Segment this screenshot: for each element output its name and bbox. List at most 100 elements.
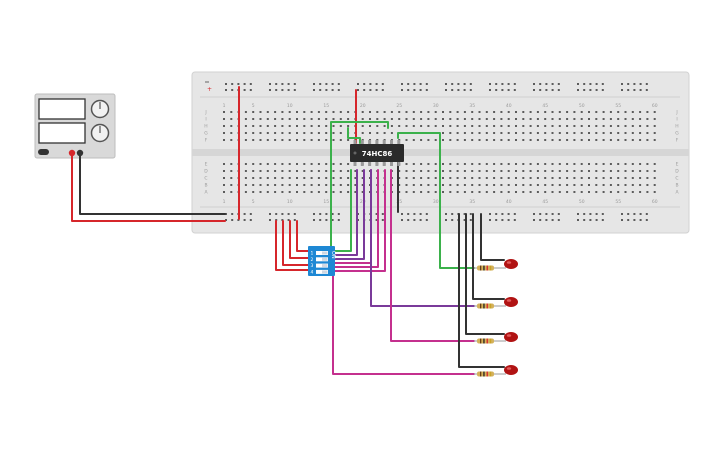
breadboard-hole[interactable] <box>485 184 488 186</box>
rail-hole[interactable] <box>463 83 466 85</box>
breadboard-hole[interactable] <box>310 111 313 113</box>
rail-hole[interactable] <box>621 83 623 85</box>
breadboard-hole[interactable] <box>434 118 437 120</box>
breadboard-hole[interactable] <box>544 170 547 172</box>
rail-hole[interactable] <box>639 83 642 85</box>
breadboard-hole[interactable] <box>478 191 481 193</box>
breadboard-hole[interactable] <box>595 118 598 120</box>
rail-hole[interactable] <box>249 89 252 91</box>
breadboard-hole[interactable] <box>529 118 532 120</box>
breadboard-hole[interactable] <box>522 184 525 186</box>
breadboard-hole[interactable] <box>332 118 335 120</box>
rail-hole[interactable] <box>577 219 579 221</box>
breadboard-hole[interactable] <box>281 118 284 120</box>
breadboard-hole[interactable] <box>339 191 342 193</box>
rail-hole[interactable] <box>293 213 296 215</box>
breadboard-hole[interactable] <box>274 139 277 141</box>
breadboard-hole[interactable] <box>536 163 539 165</box>
breadboard-hole[interactable] <box>412 125 415 127</box>
breadboard-hole[interactable] <box>405 184 408 186</box>
rail-hole[interactable] <box>237 83 240 85</box>
breadboard-hole[interactable] <box>463 170 466 172</box>
breadboard-hole[interactable] <box>281 177 284 179</box>
breadboard-hole[interactable] <box>544 163 547 165</box>
rail-hole[interactable] <box>489 83 491 85</box>
breadboard-hole[interactable] <box>354 170 357 172</box>
breadboard-hole[interactable] <box>653 177 656 179</box>
breadboard-hole[interactable] <box>566 163 569 165</box>
rail-hole[interactable] <box>533 89 535 91</box>
breadboard-hole[interactable] <box>463 125 466 127</box>
rail-hole[interactable] <box>413 213 416 215</box>
breadboard-hole[interactable] <box>617 111 620 113</box>
breadboard-hole[interactable] <box>653 184 656 186</box>
breadboard-hole[interactable] <box>303 139 306 141</box>
rail-hole[interactable] <box>425 213 428 215</box>
breadboard-hole[interactable] <box>427 177 430 179</box>
rail-hole[interactable] <box>225 219 227 221</box>
breadboard-hole[interactable] <box>354 184 357 186</box>
rail-hole[interactable] <box>463 219 466 221</box>
breadboard-hole[interactable] <box>478 118 481 120</box>
rail-hole[interactable] <box>237 219 240 221</box>
rail-hole[interactable] <box>413 219 416 221</box>
breadboard-hole[interactable] <box>420 170 423 172</box>
breadboard-hole[interactable] <box>507 184 510 186</box>
breadboard-hole[interactable] <box>427 111 430 113</box>
wire-chip-to-led-4[interactable] <box>332 274 475 375</box>
power-supply[interactable] <box>34 93 116 159</box>
breadboard-hole[interactable] <box>639 111 642 113</box>
breadboard-hole[interactable] <box>296 191 298 193</box>
breadboard-hole[interactable] <box>485 118 488 120</box>
breadboard-hole[interactable] <box>325 118 328 120</box>
breadboard-hole[interactable] <box>558 191 561 193</box>
breadboard-hole[interactable] <box>617 184 620 186</box>
breadboard-hole[interactable] <box>463 191 466 193</box>
breadboard-hole[interactable] <box>515 177 517 179</box>
breadboard-hole[interactable] <box>544 132 547 134</box>
breadboard-hole[interactable] <box>223 118 225 120</box>
breadboard-hole[interactable] <box>631 163 634 165</box>
rail-hole[interactable] <box>331 83 334 85</box>
breadboard-hole[interactable] <box>471 191 474 193</box>
breadboard-hole[interactable] <box>266 191 269 193</box>
breadboard-hole[interactable] <box>398 118 401 120</box>
breadboard-hole[interactable] <box>288 111 291 113</box>
rail-hole[interactable] <box>275 213 278 215</box>
breadboard-hole[interactable] <box>405 177 408 179</box>
breadboard-hole[interactable] <box>449 170 452 172</box>
breadboard-hole[interactable] <box>588 163 590 165</box>
breadboard-hole[interactable] <box>551 191 554 193</box>
breadboard-hole[interactable] <box>281 184 284 186</box>
breadboard-hole[interactable] <box>427 125 430 127</box>
breadboard-hole[interactable] <box>303 111 306 113</box>
breadboard-hole[interactable] <box>244 132 247 134</box>
rail-hole[interactable] <box>589 213 592 215</box>
breadboard-hole[interactable] <box>471 118 474 120</box>
breadboard-hole[interactable] <box>383 125 386 127</box>
breadboard-hole[interactable] <box>522 111 525 113</box>
breadboard-hole[interactable] <box>449 125 452 127</box>
breadboard-hole[interactable] <box>456 191 459 193</box>
rail-hole[interactable] <box>639 89 642 91</box>
rail-hole[interactable] <box>489 89 491 91</box>
rail-hole[interactable] <box>357 89 359 91</box>
breadboard-hole[interactable] <box>631 132 634 134</box>
breadboard-hole[interactable] <box>274 163 277 165</box>
breadboard-hole[interactable] <box>259 163 262 165</box>
breadboard-hole[interactable] <box>463 184 466 186</box>
breadboard-hole[interactable] <box>456 184 459 186</box>
breadboard-hole[interactable] <box>631 191 634 193</box>
breadboard-hole[interactable] <box>646 139 649 141</box>
breadboard-hole[interactable] <box>317 118 320 120</box>
breadboard-hole[interactable] <box>485 191 488 193</box>
breadboard-hole[interactable] <box>259 191 262 193</box>
breadboard-hole[interactable] <box>274 184 277 186</box>
breadboard-hole[interactable] <box>442 118 444 120</box>
breadboard-hole[interactable] <box>463 132 466 134</box>
breadboard-hole[interactable] <box>653 170 656 172</box>
breadboard-hole[interactable] <box>500 191 503 193</box>
rail-hole[interactable] <box>595 89 598 91</box>
rail-hole[interactable] <box>281 219 284 221</box>
breadboard-hole[interactable] <box>580 125 583 127</box>
